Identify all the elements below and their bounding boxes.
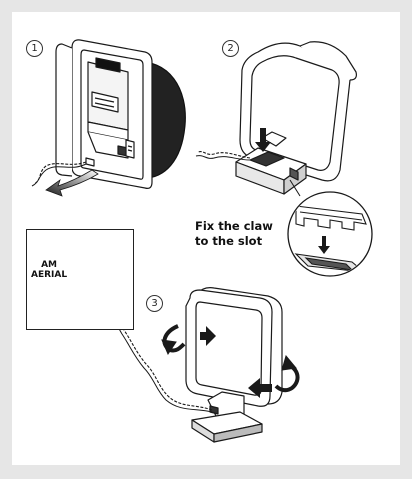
step-number-2: 2 [222, 40, 239, 57]
circular-arrow-icon [274, 354, 300, 393]
direction-arrow-icon [248, 378, 272, 398]
step3-illustration [185, 287, 283, 443]
circular-arrow-icon [161, 324, 186, 356]
direction-arrow-icon [200, 326, 216, 346]
terminal-label-am: AM [41, 260, 57, 270]
instruction-caption: Fix the claw to the slot [195, 219, 295, 249]
caption-line-2: to the slot [195, 234, 263, 248]
terminal-panel [26, 229, 134, 330]
step-number-3: 3 [146, 295, 163, 312]
step-number-1: 1 [26, 40, 43, 57]
claw-detail-zoom [287, 191, 373, 277]
terminal-label: AM AERIAL [31, 260, 67, 280]
direction-arrow-icon [255, 128, 271, 152]
direction-arrow-icon [318, 236, 330, 254]
step1-illustration [55, 39, 186, 189]
direction-arrow-icon [45, 169, 99, 197]
terminal-label-aerial: AERIAL [31, 270, 68, 280]
caption-line-1: Fix the claw [195, 219, 273, 233]
step2-illustration [235, 41, 357, 195]
